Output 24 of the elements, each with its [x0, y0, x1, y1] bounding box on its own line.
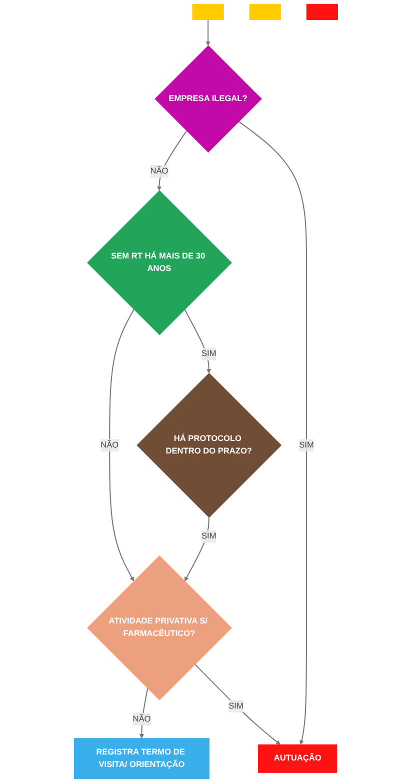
arrow — [238, 121, 308, 745]
node-box — [249, 4, 281, 20]
arrow — [206, 20, 210, 46]
arrow — [194, 664, 280, 745]
node-diamond: EMPRESA ILEGAL? — [154, 45, 262, 153]
arrow — [139, 688, 148, 739]
arrow — [184, 517, 210, 582]
node-diamond: ATIVIDADE PRIVATIVA S/ FARMACÊUTICO? — [87, 555, 232, 700]
node-box: AUTUAÇÃO — [258, 744, 338, 773]
arrow — [184, 309, 212, 374]
arrow — [109, 309, 134, 582]
edge-label: NÃO — [150, 166, 168, 176]
edge-label: SIM — [201, 532, 216, 541]
node-box: REGISTRA TERMO DE VISITA/ ORIENTAÇÃO — [74, 738, 210, 780]
edge-label: SIM — [201, 349, 216, 358]
arrow — [156, 130, 188, 191]
edge-label: SIM — [299, 440, 314, 450]
edge-label: NÃO — [100, 440, 119, 450]
edge-label: SIM — [228, 702, 244, 710]
edge-label: NÃO — [132, 714, 151, 724]
node-diamond: HÁ PROTOCOLO DENTRO DO PRAZO? — [136, 372, 282, 518]
node-box — [192, 4, 224, 20]
node-diamond: SEM RT HÁ MAIS DE 30 ANOS — [87, 190, 232, 336]
node-box — [306, 4, 338, 20]
